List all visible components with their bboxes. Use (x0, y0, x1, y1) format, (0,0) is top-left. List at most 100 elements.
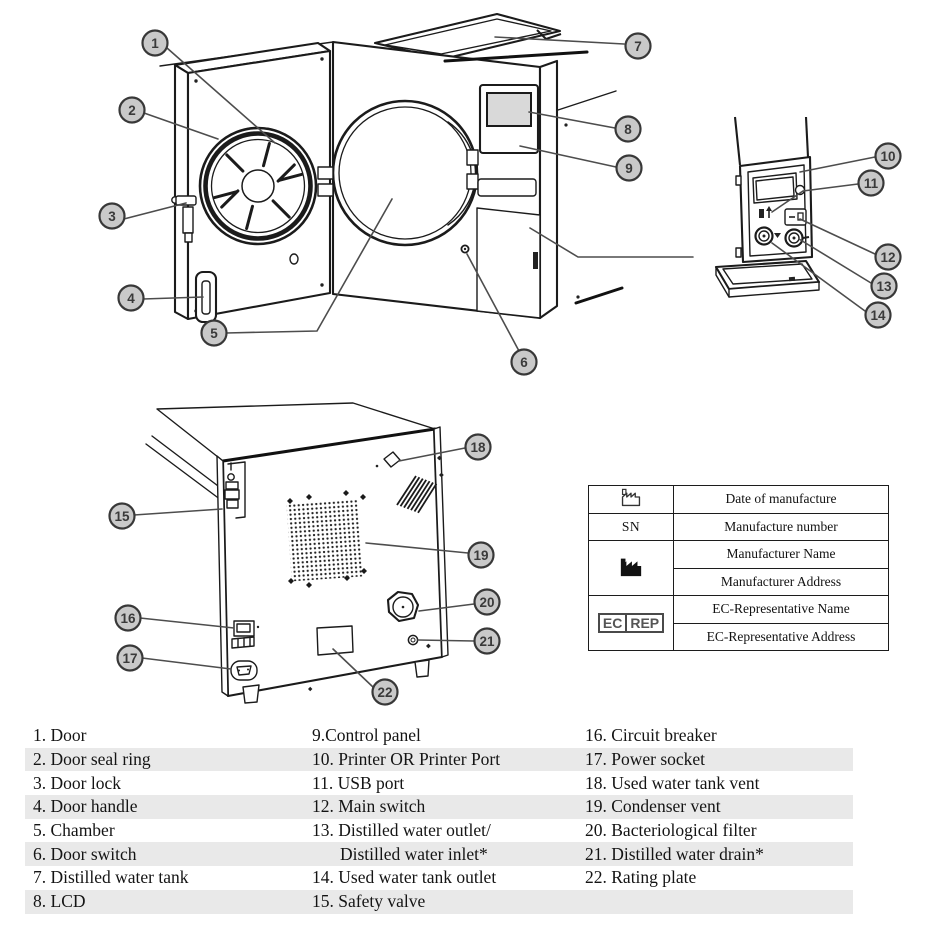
legend-item: 21. Distilled water drain* (585, 843, 764, 864)
callout-5: 5 (200, 319, 228, 347)
serial-number-symbol: SN (588, 512, 674, 541)
svg-text:14: 14 (870, 308, 886, 323)
legend-item: 20. Bacteriological filter (585, 820, 757, 841)
date-of-manufacture-icon (588, 485, 674, 514)
used-water-tank-outlet (784, 228, 810, 248)
legend-item: 12. Main switch (312, 796, 426, 817)
condenser-vent (286, 490, 367, 588)
callout-14: 14 (864, 301, 892, 329)
printer-port (752, 172, 798, 204)
symbol-label: EC-Representative Address (673, 622, 889, 651)
callout-6: 6 (510, 348, 538, 376)
svg-text:6: 6 (520, 355, 528, 370)
door-seal-ring (198, 126, 318, 246)
legend-item: 5. Chamber (33, 820, 115, 841)
callout-21: 21 (473, 627, 501, 655)
legend-item: 19. Condenser vent (585, 796, 721, 817)
door-handle (194, 270, 218, 324)
legend-item: 7. Distilled water tank (33, 867, 189, 888)
callout-22: 22 (371, 678, 399, 706)
callout-8: 8 (614, 115, 642, 143)
legend-item: 3. Door lock (33, 772, 121, 793)
table-row: SN Manufacture number (588, 512, 889, 541)
svg-text:21: 21 (479, 634, 495, 649)
svg-text:4: 4 (127, 291, 135, 306)
svg-text:7: 7 (634, 39, 642, 54)
symbol-label: Manufacturer Name (673, 540, 889, 569)
legend-item: 11. USB port (312, 772, 405, 793)
svg-text:1: 1 (151, 36, 159, 51)
legend-item: 9.Control panel (312, 725, 421, 746)
usb-port (759, 206, 772, 218)
svg-text:11: 11 (864, 176, 879, 191)
symbol-table: Date of manufacture SN Manufacture numbe… (588, 485, 889, 651)
svg-text:19: 19 (473, 548, 488, 563)
legend-row: 6. Door switch Distilled water inlet* 21. … (25, 842, 853, 867)
back-view-drawing (145, 402, 449, 704)
svg-text:15: 15 (114, 509, 130, 524)
legend-item: 1. Door (33, 725, 87, 746)
callout-18: 18 (464, 433, 492, 461)
legend-row: 7. Distilled water tank 14. Used water ta… (25, 866, 853, 890)
rating-plate (316, 625, 354, 656)
svg-text:17: 17 (122, 651, 137, 666)
callout-11: 11 (857, 169, 885, 197)
svg-text:12: 12 (880, 250, 895, 265)
svg-text:3: 3 (108, 209, 116, 224)
callout-20: 20 (473, 588, 501, 616)
callout-7: 7 (624, 32, 652, 60)
legend-row: 4. Door handle 12. Main switch 19. Condens… (25, 795, 853, 819)
service-flap-tray (714, 259, 821, 298)
legend-item: 8. LCD (33, 891, 86, 912)
lcd-screen (486, 92, 532, 127)
legend-item: 6. Door switch (33, 843, 137, 864)
distilled-water-outlet (754, 226, 774, 246)
callout-10: 10 (874, 142, 902, 170)
callout-16: 16 (114, 604, 142, 632)
legend-item: 16. Circuit breaker (585, 725, 717, 746)
ec-box: EC (597, 613, 628, 633)
legend-item: Distilled water inlet* (340, 843, 488, 864)
svg-text:22: 22 (377, 685, 392, 700)
svg-text:16: 16 (120, 611, 136, 626)
table-row: EC-Representative Address (589, 622, 889, 651)
door-lock (171, 195, 197, 243)
control-panel (476, 83, 541, 319)
callout-15: 15 (108, 502, 136, 530)
parts-legend: 1. Door 9.Control panel 16. Circuit breake… (25, 724, 853, 914)
manufacturer-icon (588, 540, 674, 596)
legend-item: 22. Rating plate (585, 867, 697, 888)
svg-text:2: 2 (128, 103, 136, 118)
door (171, 41, 334, 324)
chamber (331, 99, 479, 247)
svg-text:5: 5 (210, 326, 218, 341)
svg-text:10: 10 (880, 149, 895, 164)
legend-item: 4. Door handle (33, 796, 138, 817)
leader-lines (123, 36, 876, 689)
callout-3: 3 (98, 202, 126, 230)
symbol-label: Manufacture number (673, 512, 889, 541)
front-view-drawing (159, 12, 624, 324)
svg-text:8: 8 (624, 122, 632, 137)
callout-1: 1 (141, 29, 169, 57)
callout-19: 19 (467, 541, 495, 569)
legend-item: 14. Used water tank outlet (312, 867, 497, 888)
safety-valve (224, 461, 246, 519)
side-vent-slots (396, 475, 438, 514)
legend-item: 2. Door seal ring (33, 749, 151, 770)
svg-text:20: 20 (479, 595, 494, 610)
svg-text:13: 13 (876, 279, 892, 294)
door-switch (460, 244, 470, 254)
svg-text:18: 18 (470, 440, 486, 455)
table-row: Manufacturer Name (588, 540, 889, 596)
callout-9: 9 (615, 154, 643, 182)
circuit-breaker (231, 620, 260, 649)
